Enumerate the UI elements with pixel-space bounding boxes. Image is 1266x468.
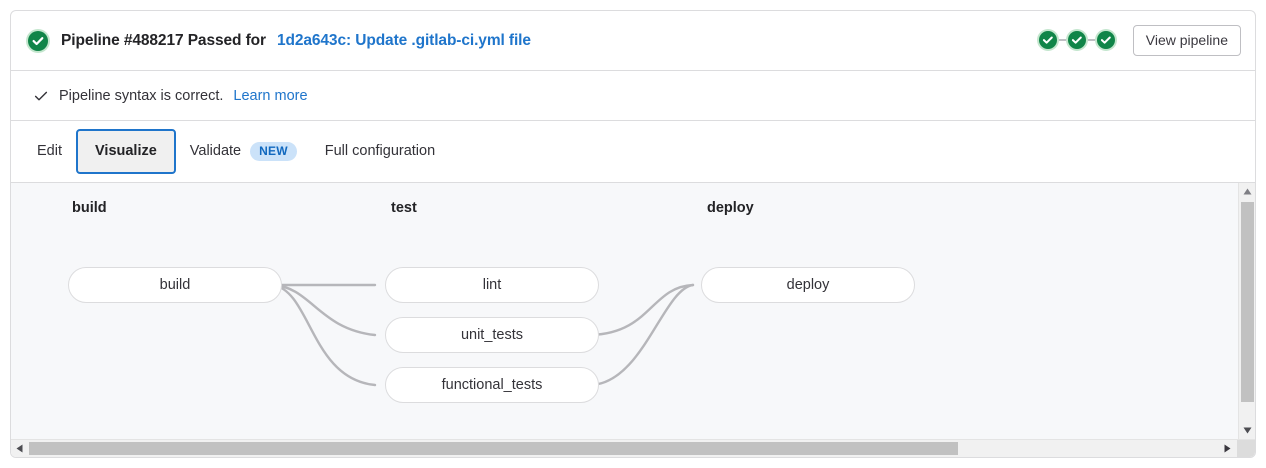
graph-vertical-scroll-thumb[interactable] xyxy=(1241,202,1254,402)
scroll-right-arrow-icon[interactable] xyxy=(1219,440,1236,457)
job-pill-functional-tests[interactable]: functional_tests xyxy=(385,367,599,403)
tab-edit-label: Edit xyxy=(37,143,62,160)
syntax-status-bar: Pipeline syntax is correct. Learn more xyxy=(11,71,1255,121)
tab-visualize-label: Visualize xyxy=(95,143,157,160)
tab-edit[interactable]: Edit xyxy=(23,129,76,174)
check-circle-icon xyxy=(26,28,50,53)
scroll-left-arrow-icon[interactable] xyxy=(11,440,28,457)
pipeline-editor-card: Pipeline #488217 Passed for 1d2a643c: Up… xyxy=(10,10,1256,458)
learn-more-link[interactable]: Learn more xyxy=(233,87,308,104)
graph-horizontal-scroll-thumb[interactable] xyxy=(29,442,958,455)
editor-tabs: Edit Visualize Validate NEW Full configu… xyxy=(11,121,1255,183)
page-title: Pipeline #488217 Passed for xyxy=(61,31,266,49)
job-pill-unit-tests[interactable]: unit_tests xyxy=(385,317,599,353)
tab-full-configuration-label: Full configuration xyxy=(324,143,436,160)
graph-horizontal-scrollbar[interactable] xyxy=(11,439,1255,457)
job-pill-build[interactable]: build xyxy=(68,267,282,303)
stage-status-deploy-icon[interactable] xyxy=(1094,29,1117,52)
commit-link[interactable]: 1d2a643c: Update .gitlab-ci.yml file xyxy=(276,31,531,49)
stage-connector xyxy=(1087,39,1095,42)
pipeline-header-left: Pipeline #488217 Passed for 1d2a643c: Up… xyxy=(26,28,1037,53)
pipeline-job-links xyxy=(271,283,695,387)
scroll-down-arrow-icon[interactable] xyxy=(1239,422,1255,439)
stage-connector xyxy=(1058,39,1066,42)
stage-label-build: build xyxy=(72,200,107,216)
job-pill-lint[interactable]: lint xyxy=(385,267,599,303)
stage-status-test-icon[interactable] xyxy=(1065,29,1088,52)
syntax-status-text: Pipeline syntax is correct. xyxy=(59,87,224,104)
pipeline-graph-canvas: build test deploy build lint unit_tests … xyxy=(11,183,1239,439)
tab-validate-label: Validate xyxy=(189,143,242,160)
stage-label-deploy: deploy xyxy=(707,200,754,216)
pipeline-graph-area: build test deploy build lint unit_tests … xyxy=(11,183,1255,457)
check-icon xyxy=(34,91,48,100)
tab-visualize[interactable]: Visualize xyxy=(76,129,176,174)
view-pipeline-button[interactable]: View pipeline xyxy=(1132,24,1241,57)
pipeline-header: Pipeline #488217 Passed for 1d2a643c: Up… xyxy=(11,11,1255,71)
new-badge: NEW xyxy=(250,142,297,161)
job-pill-deploy[interactable]: deploy xyxy=(701,267,915,303)
stage-label-test: test xyxy=(391,200,417,216)
scrollbar-corner xyxy=(1237,440,1255,457)
pipeline-header-right: View pipeline xyxy=(1036,24,1241,57)
mini-pipeline-graph xyxy=(1036,29,1117,52)
tab-full-configuration[interactable]: Full configuration xyxy=(311,129,449,174)
tab-validate[interactable]: Validate NEW xyxy=(176,129,311,174)
stage-status-build-icon[interactable] xyxy=(1036,29,1059,52)
graph-vertical-scrollbar[interactable] xyxy=(1238,183,1255,439)
scroll-up-arrow-icon[interactable] xyxy=(1239,183,1255,200)
